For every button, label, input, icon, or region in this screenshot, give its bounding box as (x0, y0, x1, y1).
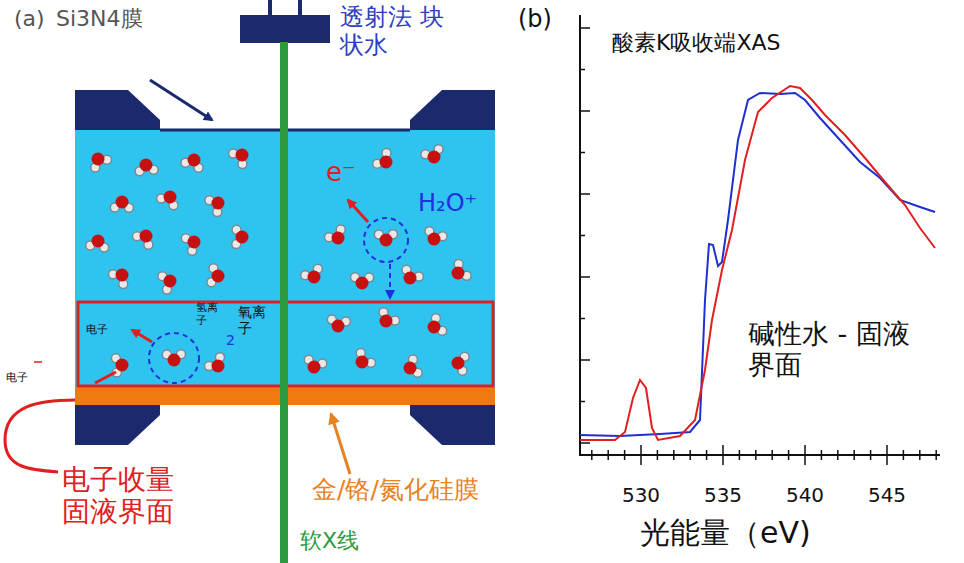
panel-label: (a) (14, 6, 45, 31)
detector-pin (298, 0, 302, 15)
tick-label: 540 (780, 484, 830, 507)
electron-arrow (348, 200, 368, 222)
method-label: 透射法 块状水 (340, 4, 458, 59)
part-name: Si3N4膜 (56, 6, 143, 31)
electron-arrow (132, 330, 152, 342)
frame-block (75, 90, 160, 130)
tick-label: 530 (616, 484, 666, 507)
xray-beam (280, 42, 288, 563)
part-name: 金/铬/氮化硅膜 (312, 476, 479, 505)
detector (240, 15, 330, 43)
frame-block (410, 90, 495, 130)
leader-line (150, 80, 212, 120)
electron-arrow (95, 372, 116, 383)
species-label: 电子 (86, 324, 108, 337)
species-label: 氢离子 (196, 302, 222, 327)
tick-label: 545 (862, 484, 912, 507)
dashed-circle (364, 218, 408, 262)
sample-label: 碱性水 - 固液界面 (748, 318, 920, 380)
leader-line (331, 414, 350, 474)
frame-block (410, 405, 495, 445)
plot-title: 酸素K吸收端XAS (612, 30, 781, 55)
part-name: 软X线 (300, 528, 359, 553)
method-label: 电子收量 固液界面 (62, 464, 187, 528)
axis-title: 光能量（eV) (640, 516, 811, 551)
species-label: 氧离子 (238, 304, 270, 336)
current-wire (5, 400, 75, 472)
water-molecules (86, 145, 471, 378)
dashed-arrow (389, 264, 391, 298)
electron-symbol: e⁻ (326, 158, 356, 188)
species-label: 电子 (6, 372, 28, 385)
xas-plot (579, 15, 940, 465)
tick-label: 535 (698, 484, 748, 507)
ion-symbol: H₂O⁺ (418, 190, 477, 218)
detector-pin (268, 0, 272, 15)
panel-label: (b) (518, 6, 552, 34)
frame-block (75, 405, 160, 445)
species-number: 2 (226, 332, 235, 348)
charge-mark (34, 361, 42, 363)
dashed-circle (149, 333, 199, 383)
